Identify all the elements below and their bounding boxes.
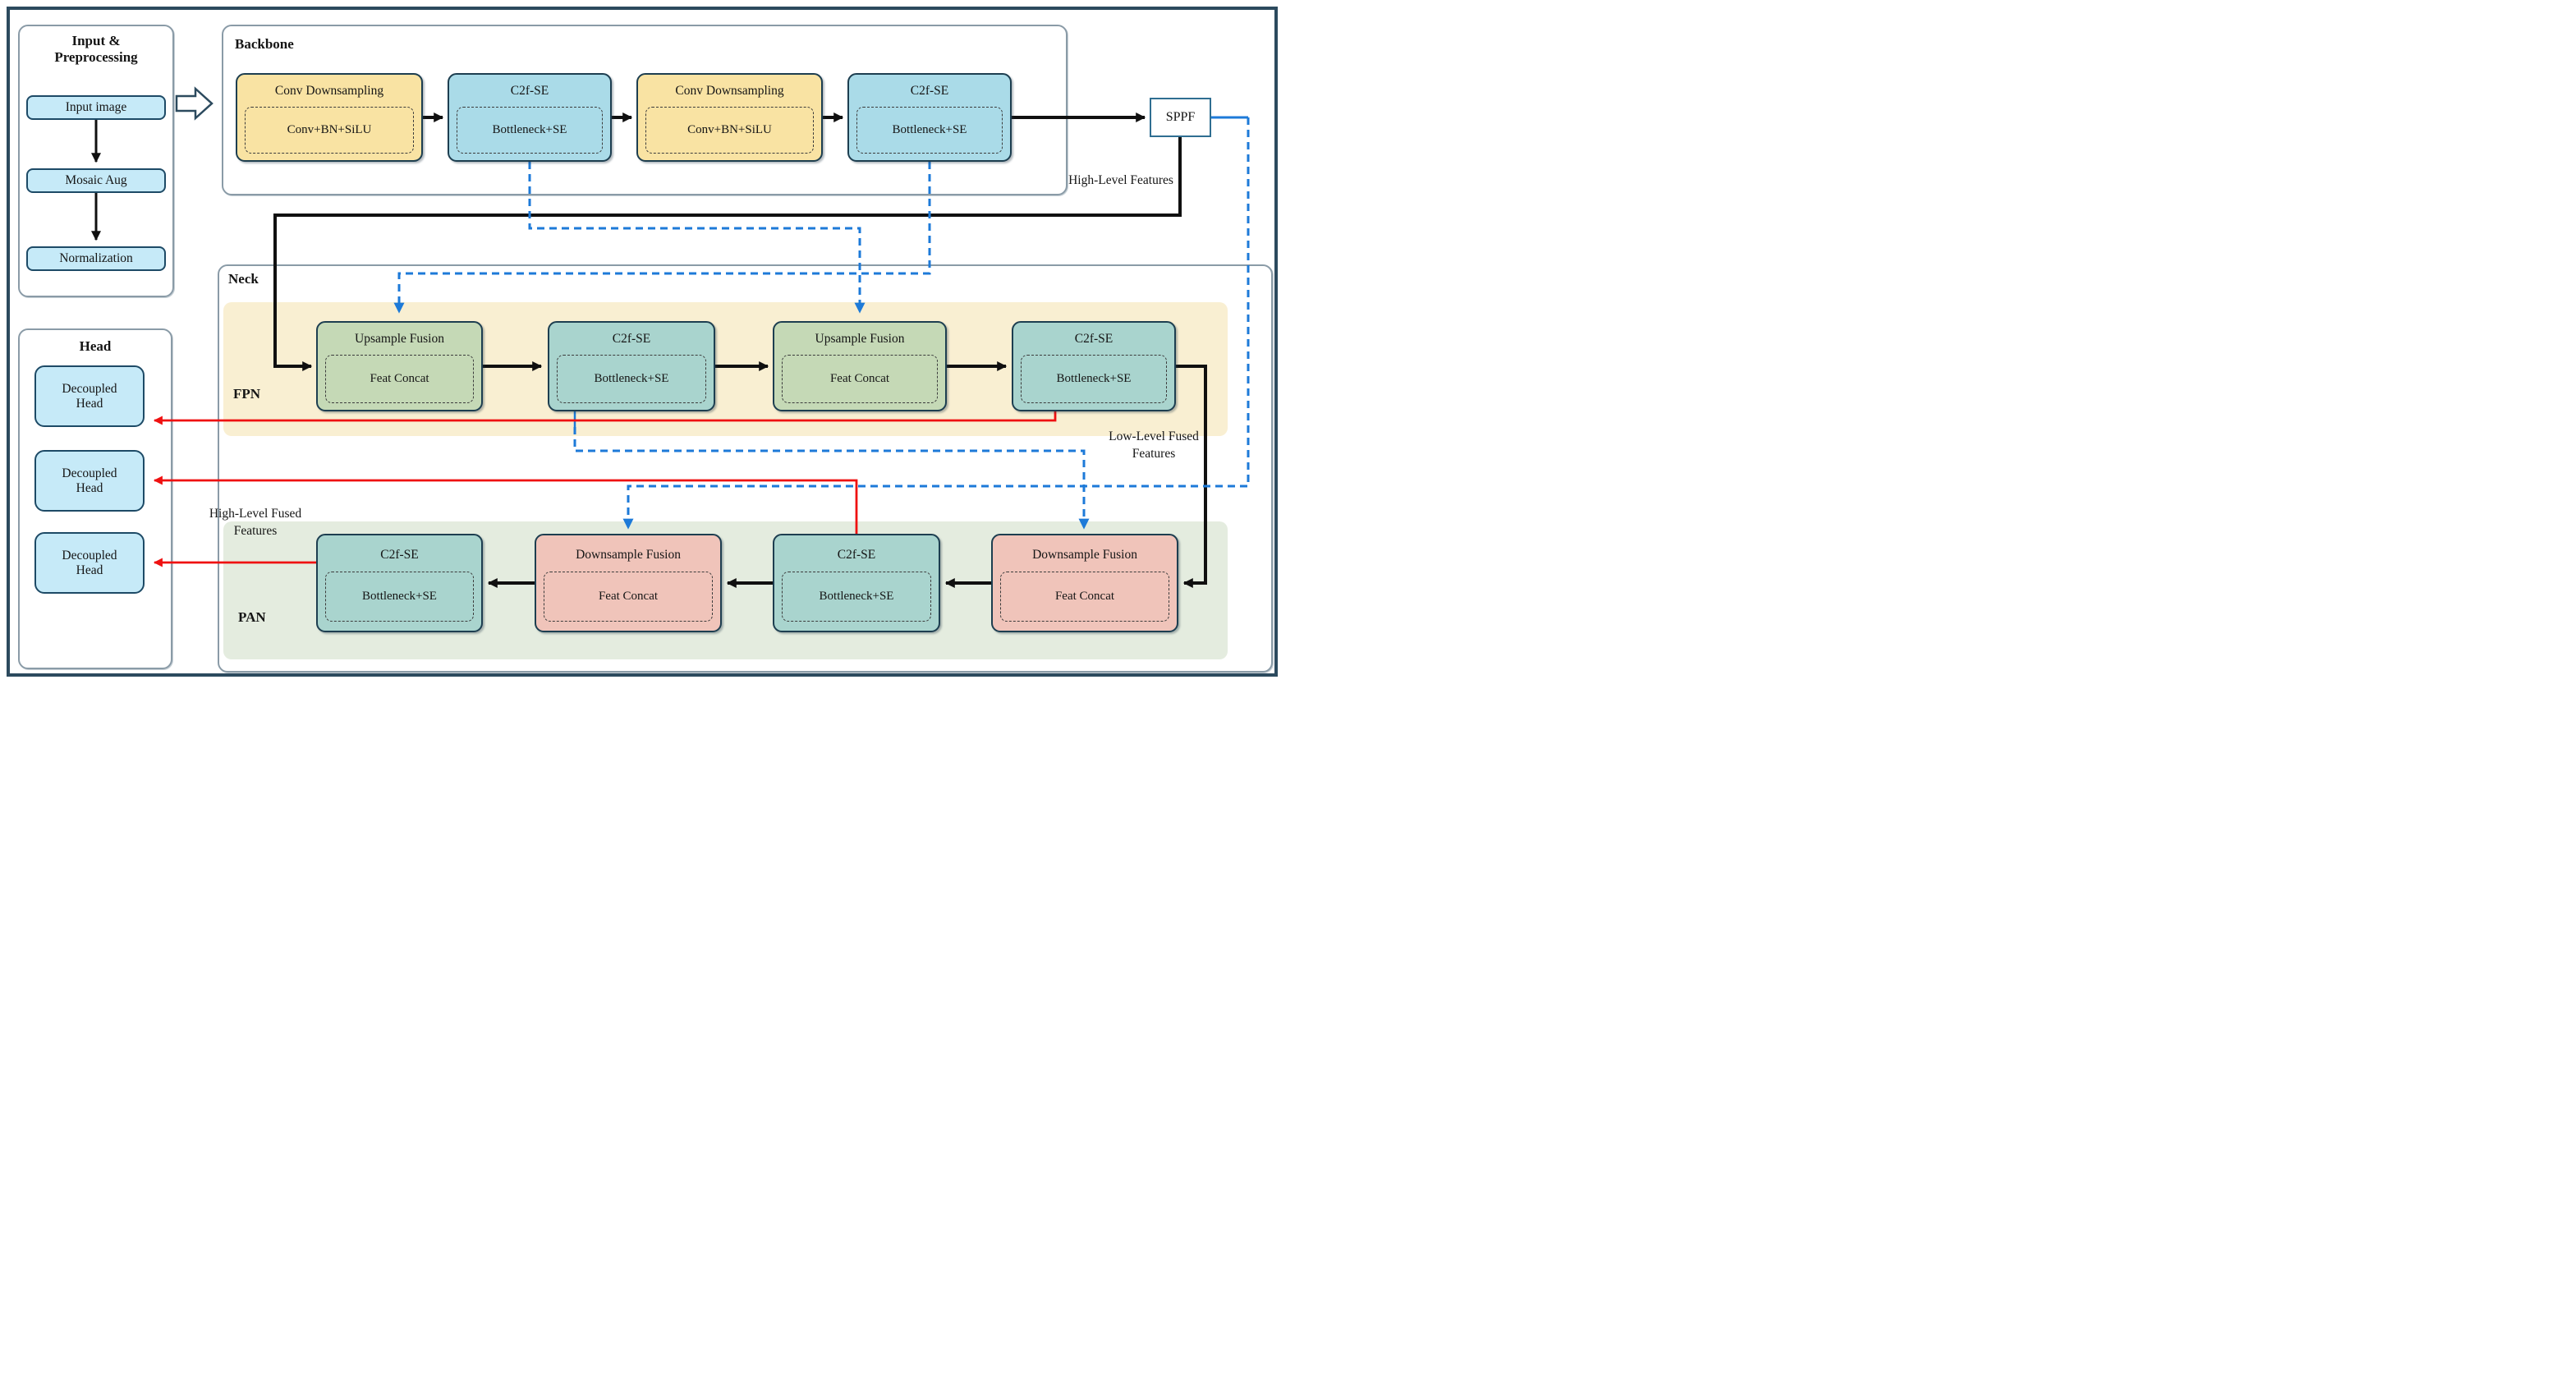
node-inner-dashed: Bottleneck+SE bbox=[1021, 355, 1167, 403]
node-subtitle: Bottleneck+SE bbox=[492, 123, 567, 136]
neck-label: Neck bbox=[228, 271, 259, 287]
sppf-block: SPPF bbox=[1150, 98, 1211, 137]
input-preprocessing-title: Input & Preprocessing bbox=[54, 33, 138, 65]
skip-sppf-to-downsample1 bbox=[622, 117, 1250, 530]
node-subtitle: Feat Concat bbox=[829, 372, 890, 385]
connector-layer bbox=[91, 86, 1250, 588]
node-subtitle: Bottleneck+SE bbox=[819, 590, 894, 603]
node-mosaic-aug: Mosaic Aug bbox=[26, 168, 166, 193]
skip-backbone-c2f2-to-upsample1 bbox=[393, 162, 931, 314]
node-label: Input image bbox=[65, 100, 127, 115]
node-inner-dashed: Bottleneck+SE bbox=[457, 107, 603, 154]
node-title: Downsample Fusion bbox=[576, 548, 681, 562]
decoupled-head-2: Decoupled Head bbox=[34, 450, 145, 512]
node-title: C2f-SE bbox=[1074, 332, 1114, 346]
node-inner-dashed: Bottleneck+SE bbox=[557, 355, 706, 403]
fpn-c2f-se-1: C2f-SE Bottleneck+SE bbox=[548, 321, 715, 411]
backbone-conv-downsampling-1: Conv Downsampling Conv+BN+SiLU bbox=[236, 73, 423, 162]
node-title: Conv Downsampling bbox=[274, 84, 384, 98]
node-inner-dashed: Feat Concat bbox=[782, 355, 938, 403]
node-subtitle: Feat Concat bbox=[598, 590, 659, 603]
input-to-backbone-arrow bbox=[175, 86, 214, 121]
node-subtitle: Bottleneck+SE bbox=[892, 123, 967, 136]
annotation-low-level-fused-features: Low-Level Fused Features bbox=[1109, 429, 1199, 461]
node-title: C2f-SE bbox=[837, 548, 876, 562]
node-title: Downsample Fusion bbox=[1032, 548, 1137, 562]
backbone-c2f-se-2: C2f-SE Bottleneck+SE bbox=[847, 73, 1012, 162]
node-title: C2f-SE bbox=[612, 332, 651, 346]
annotation-high-level-fused-features: High-Level Fused Features bbox=[209, 507, 302, 538]
node-label: Mosaic Aug bbox=[65, 173, 127, 188]
node-normalization: Normalization bbox=[26, 246, 166, 271]
node-subtitle: Bottleneck+SE bbox=[594, 372, 669, 385]
fpn-label: FPN bbox=[233, 386, 261, 402]
node-inner-dashed: Conv+BN+SiLU bbox=[245, 107, 414, 154]
node-subtitle: Feat Concat bbox=[1054, 590, 1115, 603]
backbone-c2f-se-1: C2f-SE Bottleneck+SE bbox=[448, 73, 612, 162]
node-title: Upsample Fusion bbox=[355, 332, 444, 346]
red-fpn-to-head1 bbox=[153, 411, 1057, 425]
node-inner-dashed: Feat Concat bbox=[1000, 572, 1169, 622]
node-inner-dashed: Feat Concat bbox=[544, 572, 713, 622]
node-subtitle: Conv+BN+SiLU bbox=[287, 123, 372, 136]
node-label: Decoupled Head bbox=[62, 466, 117, 495]
annotation-high-level-features: High-Level Features bbox=[1068, 173, 1173, 187]
fpn-c2f-se-2: C2f-SE Bottleneck+SE bbox=[1012, 321, 1176, 411]
pan-c2f-se-2: C2f-SE Bottleneck+SE bbox=[773, 534, 940, 632]
skip-fpn-c2f1-to-downsample2 bbox=[573, 427, 1090, 530]
skip-backbone-c2f1-to-upsample2 bbox=[528, 162, 866, 314]
node-label: Decoupled Head bbox=[62, 381, 117, 411]
pan-downsample-fusion-2: Downsample Fusion Feat Concat bbox=[991, 534, 1178, 632]
node-inner-dashed: Conv+BN+SiLU bbox=[645, 107, 814, 154]
pan-c2f-se-1: C2f-SE Bottleneck+SE bbox=[316, 534, 483, 632]
node-subtitle: Conv+BN+SiLU bbox=[687, 123, 772, 136]
decoupled-head-3: Decoupled Head bbox=[34, 532, 145, 594]
node-inner-dashed: Bottleneck+SE bbox=[856, 107, 1003, 154]
pan-label: PAN bbox=[238, 609, 266, 625]
node-subtitle: Feat Concat bbox=[370, 372, 429, 385]
node-title: Conv Downsampling bbox=[675, 84, 784, 98]
node-subtitle: Bottleneck+SE bbox=[1056, 372, 1132, 385]
arrow-fpn-out-to-pan bbox=[1176, 365, 1207, 588]
decoupled-head-1: Decoupled Head bbox=[34, 365, 145, 427]
node-subtitle: Bottleneck+SE bbox=[362, 590, 437, 603]
node-title: Upsample Fusion bbox=[815, 332, 905, 346]
backbone-label: Backbone bbox=[235, 36, 294, 52]
head-label: Head bbox=[79, 338, 112, 354]
node-title: C2f-SE bbox=[510, 84, 549, 98]
fpn-upsample-fusion-2: Upsample Fusion Feat Concat bbox=[773, 321, 947, 411]
architecture-diagram: Input & Preprocessing Backbone Neck FPN … bbox=[0, 0, 1288, 686]
pan-downsample-fusion-1: Downsample Fusion Feat Concat bbox=[535, 534, 722, 632]
arrow-sppf-to-fpn bbox=[273, 137, 1182, 371]
node-inner-dashed: Feat Concat bbox=[325, 355, 474, 403]
node-title: C2f-SE bbox=[380, 548, 419, 562]
node-label: Decoupled Head bbox=[62, 548, 117, 577]
node-inner-dashed: Bottleneck+SE bbox=[782, 572, 931, 622]
red-pan-c2f2-to-head2 bbox=[153, 475, 858, 534]
node-title: C2f-SE bbox=[910, 84, 949, 98]
node-input-image: Input image bbox=[26, 95, 166, 120]
sppf-label: SPPF bbox=[1165, 110, 1196, 124]
backbone-conv-downsampling-2: Conv Downsampling Conv+BN+SiLU bbox=[636, 73, 823, 162]
fpn-upsample-fusion-1: Upsample Fusion Feat Concat bbox=[316, 321, 483, 411]
node-inner-dashed: Bottleneck+SE bbox=[325, 572, 474, 622]
node-label: Normalization bbox=[59, 251, 133, 266]
